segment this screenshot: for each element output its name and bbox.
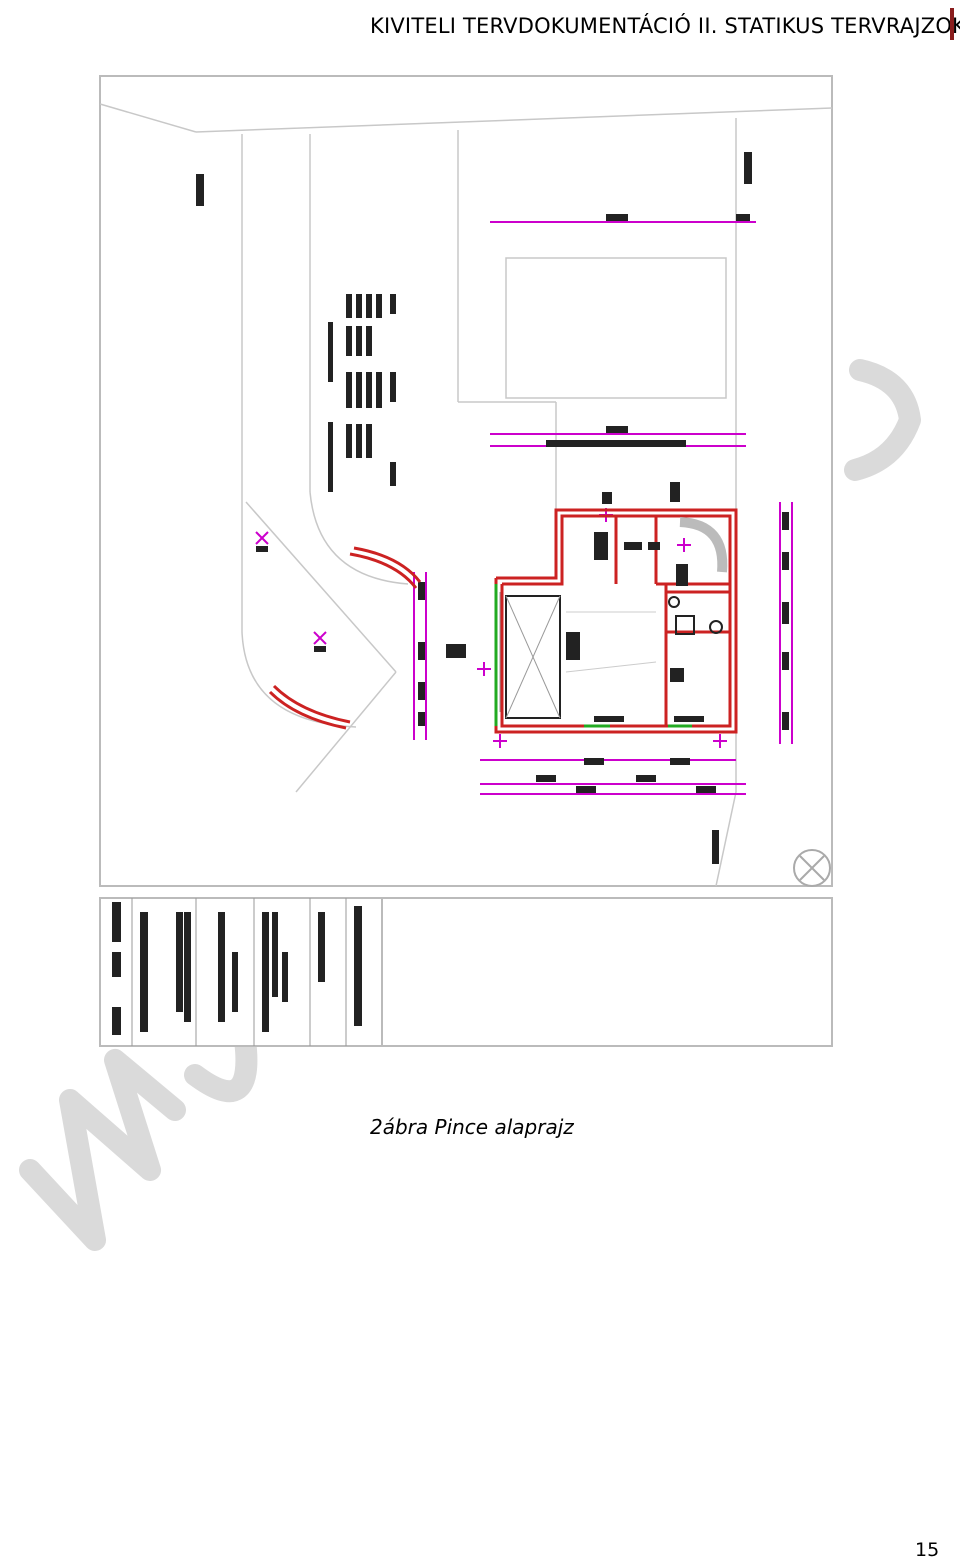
page-number: 15 bbox=[915, 1539, 940, 1561]
header-accent-bar bbox=[950, 8, 954, 40]
page-header-title: KIVITELI TERVDOKUMENTÁCIÓ II. STATIKUS T… bbox=[370, 14, 960, 38]
basement-floor-plan-drawing bbox=[99, 75, 833, 1047]
figure-caption: 2ábra Pince alaprajz bbox=[370, 1115, 574, 1139]
